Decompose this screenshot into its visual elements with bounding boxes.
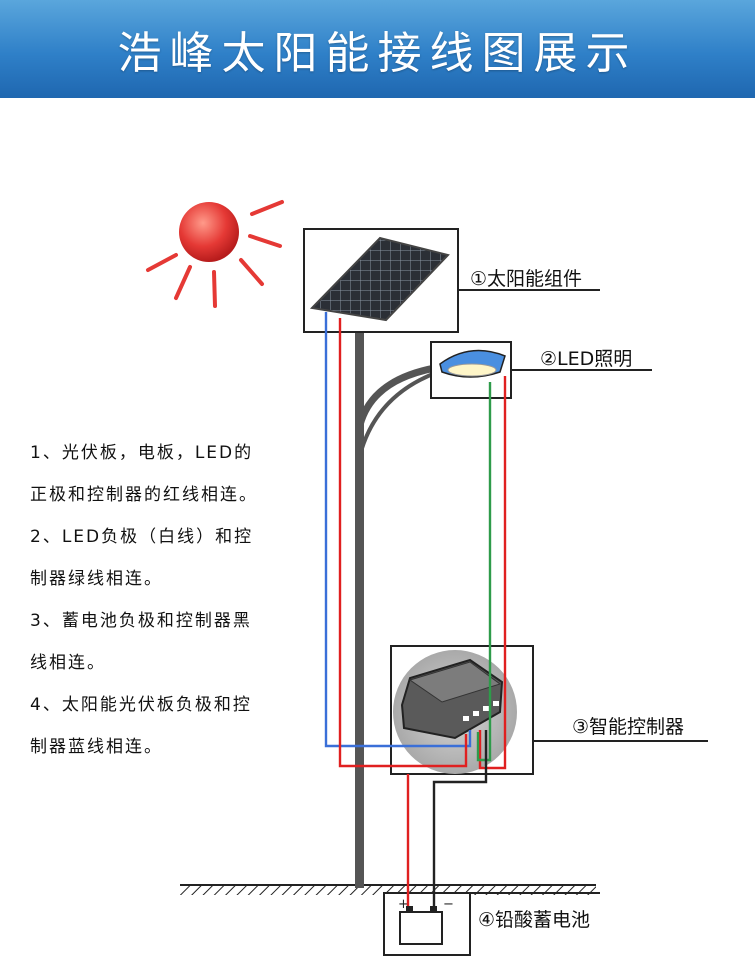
controller-icon [393, 650, 517, 774]
page-title: 浩峰太阳能接线图展示 [117, 28, 638, 79]
battery-negative-terminal: − [443, 897, 454, 912]
black-wire [432, 730, 488, 906]
wiring [324, 312, 507, 906]
red-wire-solar [338, 318, 468, 768]
led-lamp-icon [439, 349, 506, 378]
note-line: 1、光伏板，电板，LED的 [30, 443, 254, 463]
wiring-notes: 1、光伏板，电板，LED的 正极和控制器的红线相连。 2、LED负极（白线）和控… [30, 432, 310, 768]
header-banner: 浩峰太阳能接线图展示 [0, 0, 755, 98]
note-line: 制器绿线相连。 [30, 569, 163, 589]
controller-label: ③智能控制器 [572, 716, 685, 738]
note-line: 正极和控制器的红线相连。 [30, 485, 258, 505]
note-line: 4、太阳能光伏板负极和控 [30, 695, 252, 715]
ground [180, 884, 596, 895]
note-line: 2、LED负极（白线）和控 [30, 527, 254, 547]
battery-label: ④铅酸蓄电池 [478, 909, 591, 931]
led-label: ②LED照明 [540, 348, 633, 370]
street-light-pole [355, 305, 439, 888]
battery-icon: + − [398, 897, 454, 945]
green-wire [476, 382, 492, 762]
note-line: 线相连。 [30, 653, 106, 673]
solar-panel-label: ①太阳能组件 [470, 268, 583, 290]
note-line: 3、蓄电池负极和控制器黑 [30, 611, 252, 631]
solar-panel-icon [309, 236, 450, 322]
sun-icon [146, 200, 284, 308]
red-wire-led [478, 376, 507, 770]
battery-positive-terminal: + [398, 897, 409, 912]
note-line: 制器蓝线相连。 [30, 737, 163, 757]
blue-wire [324, 312, 472, 748]
